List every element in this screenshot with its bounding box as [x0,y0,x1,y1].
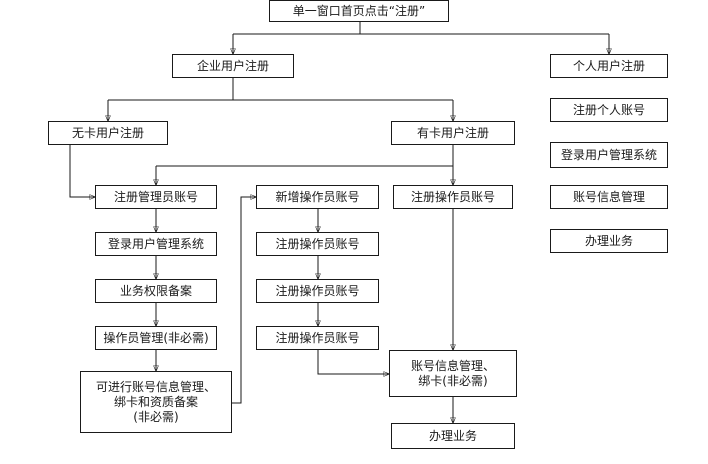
register-personal-account-node: 注册个人账号 [550,98,668,122]
personal-handle-business-node: 办理业务 [550,229,668,253]
account-info-bind-card-node: 账号信息管理、 绑卡(非必需) [389,350,517,397]
personal-account-info-mgmt-node: 账号信息管理 [550,185,668,209]
register-operator-account-node-1: 注册操作员账号 [256,232,379,256]
register-operator-account-node-3: 注册操作员账号 [256,326,379,350]
edge-nocard-admin [69,145,95,197]
add-operator-account-node: 新增操作员账号 [256,185,379,209]
register-admin-account-node: 注册管理员账号 [95,185,217,209]
account-info-mgmt-filing-node: 可进行账号信息管理、 绑卡和资质备案 (非必需) [80,371,232,433]
card-register-node: 有卡用户注册 [391,121,515,145]
edge-accountinfo-addoperator [232,197,256,404]
register-operator-account-node-2: 注册操作员账号 [256,279,379,303]
login-user-mgmt-node: 登录用户管理系统 [95,232,217,256]
business-permission-filing-node: 业务权限备案 [95,279,217,303]
operator-mgmt-node: 操作员管理(非必需) [95,326,217,350]
enterprise-register-node: 企业用户注册 [172,54,294,78]
personal-register-node: 个人用户注册 [550,54,668,78]
start-node: 单一窗口首页点击“注册” [269,0,449,22]
no-card-register-node: 无卡用户注册 [48,121,168,145]
register-operator-account-node-right: 注册操作员账号 [393,185,513,209]
enterprise-handle-business-node: 办理业务 [391,423,515,449]
edge-reg3-bind [317,350,389,374]
personal-login-user-mgmt-node: 登录用户管理系统 [550,142,668,168]
